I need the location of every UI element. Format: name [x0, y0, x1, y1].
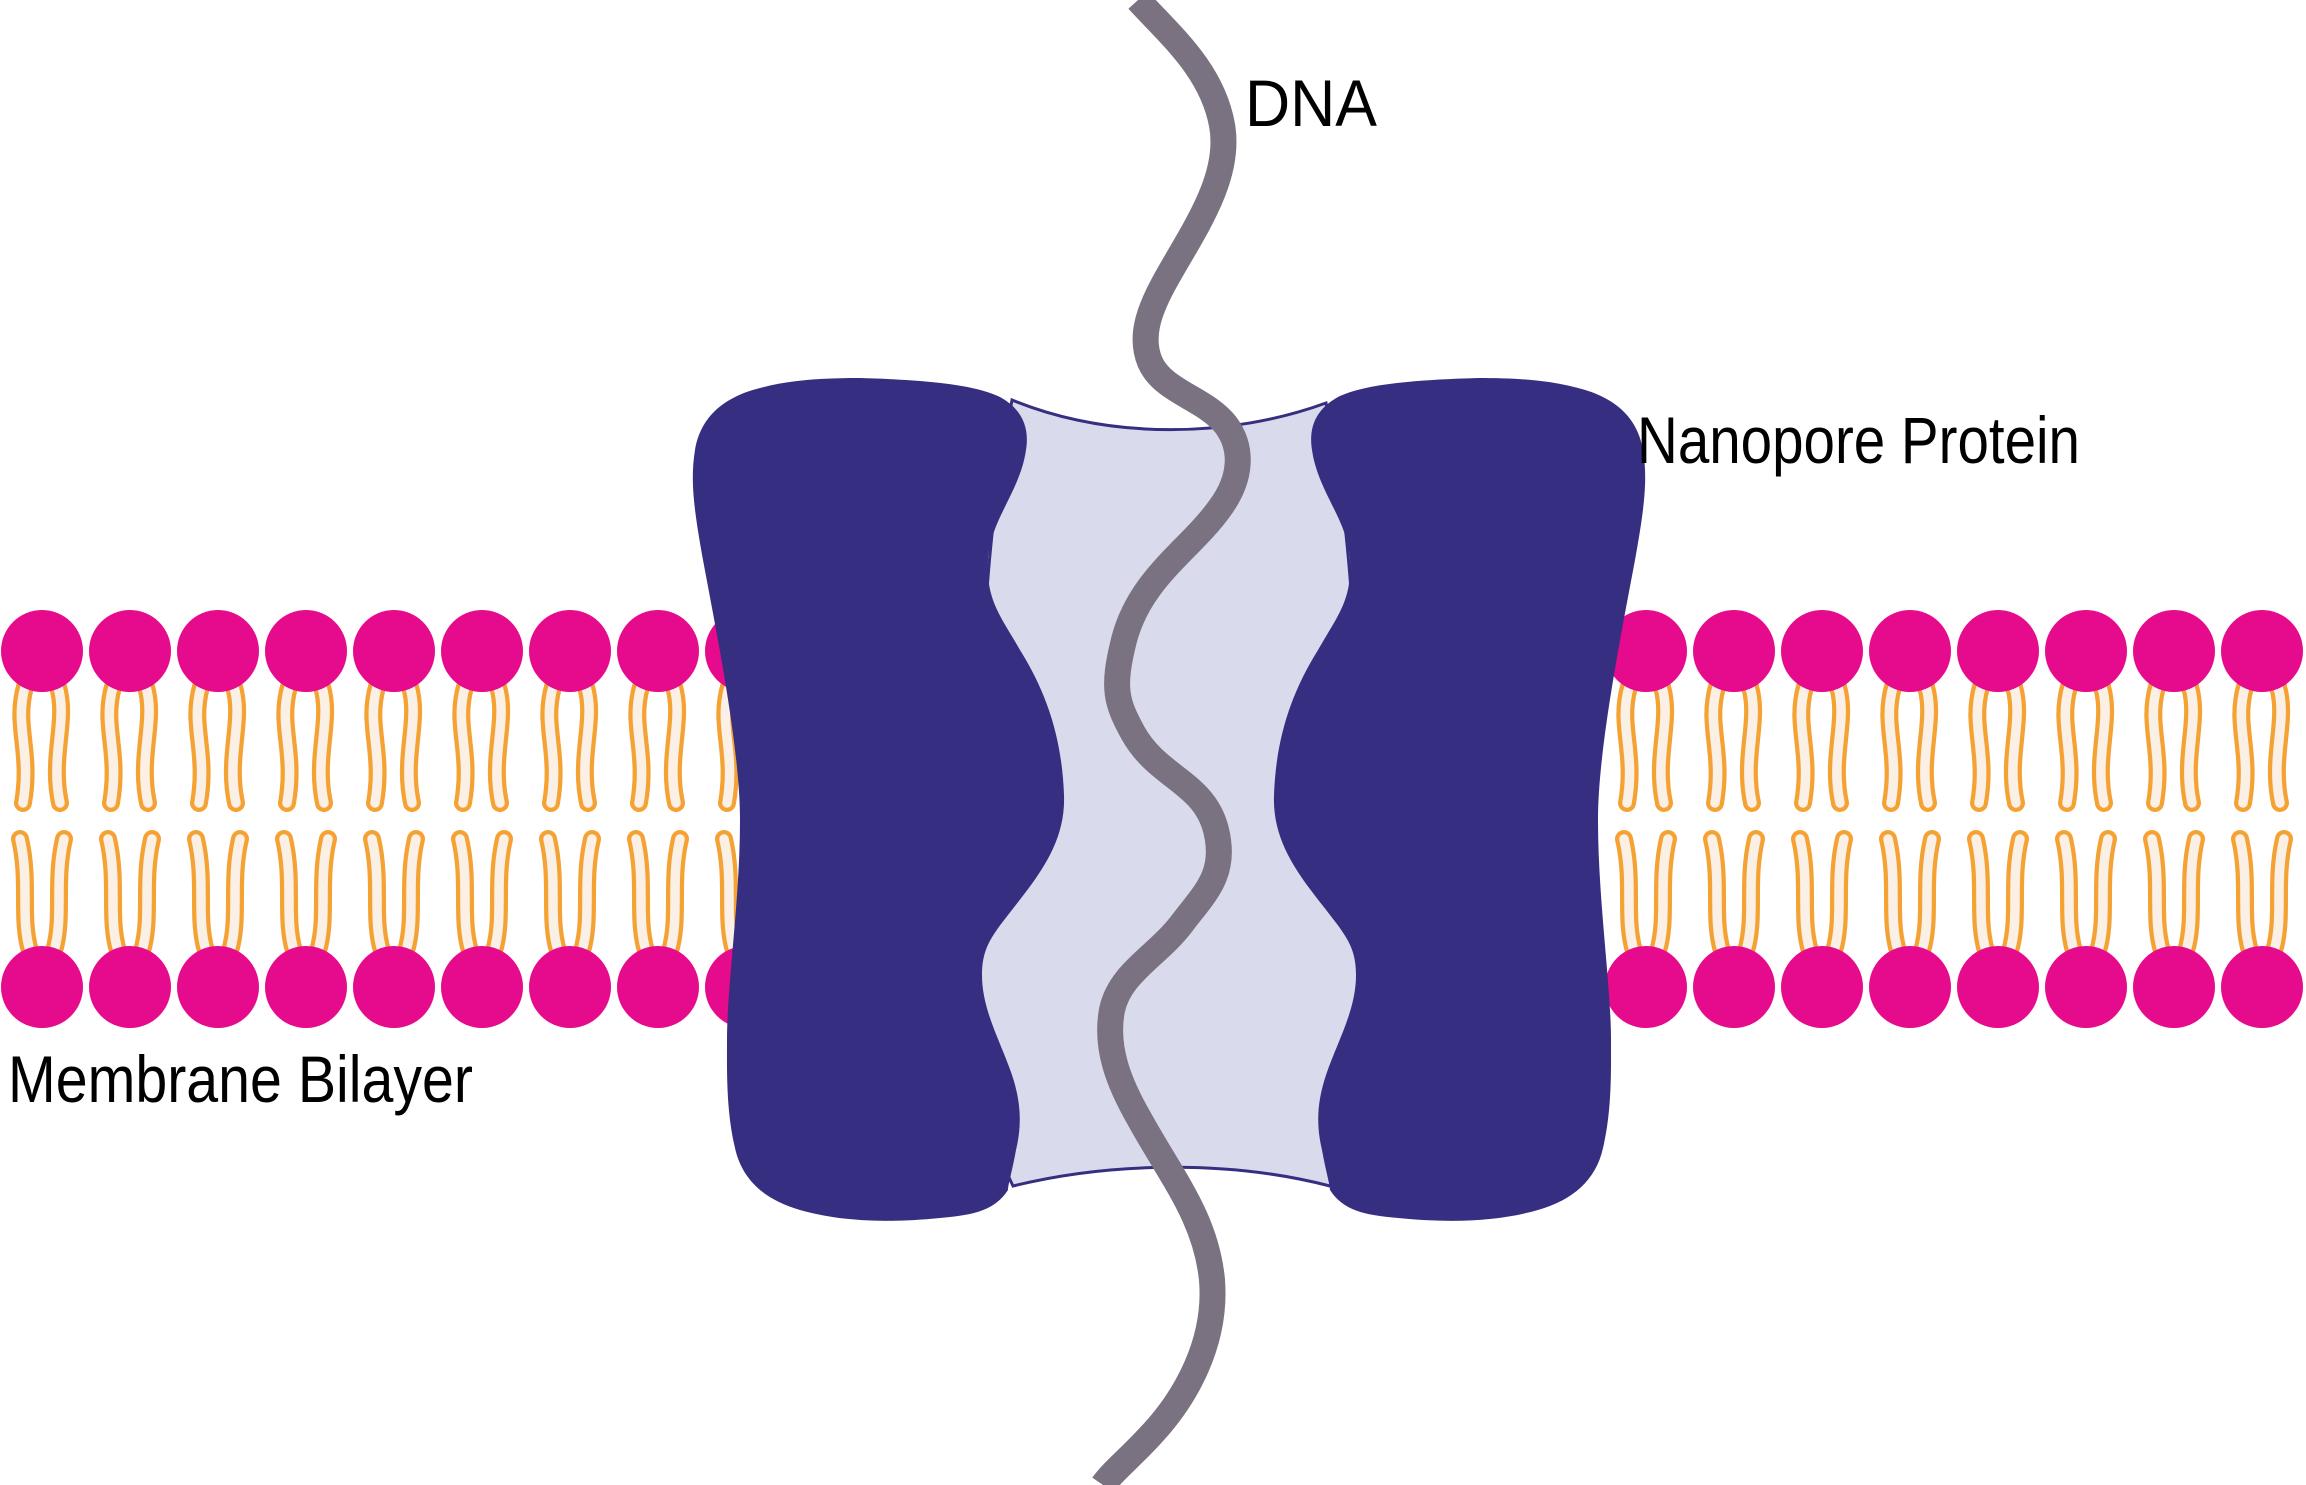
lipid [2221, 610, 2303, 803]
lipid [529, 839, 611, 1028]
lipid [617, 610, 699, 803]
lipid [1, 839, 83, 1028]
lipid [2133, 839, 2215, 1028]
lipid [1869, 839, 1951, 1028]
lipid [1605, 839, 1687, 1028]
lipid [177, 839, 259, 1028]
lipid [1781, 610, 1863, 803]
lipid [1957, 839, 2039, 1028]
lipid [89, 839, 171, 1028]
membrane-top-leaflet-left [1, 610, 787, 803]
lipid [1781, 839, 1863, 1028]
lipid [441, 610, 523, 803]
membrane-top-leaflet-right [1605, 610, 2303, 803]
membrane-bilayer-label: Membrane Bilayer [8, 1042, 473, 1116]
lipid [617, 839, 699, 1028]
lipid [353, 839, 435, 1028]
lipid [353, 610, 435, 803]
lipid [2045, 839, 2127, 1028]
dna-label: DNA [1245, 66, 1377, 140]
membrane-bottom-leaflet-right [1605, 839, 2303, 1028]
lipid [1693, 839, 1775, 1028]
lipid [1869, 610, 1951, 803]
lipid [529, 610, 611, 803]
lipid [2133, 610, 2215, 803]
lipid [2045, 610, 2127, 803]
membrane-bottom-leaflet-left [1, 839, 787, 1028]
lipid [1693, 610, 1775, 803]
nanopore-protein-label: Nanopore Protein [1637, 403, 2080, 477]
lipid [177, 610, 259, 803]
lipid [1, 610, 83, 803]
nanopore-protein [692, 378, 1646, 1221]
lipid [1957, 610, 2039, 803]
lipid [265, 610, 347, 803]
lipid [89, 610, 171, 803]
dna-strand [1092, 0, 1251, 1485]
lipid [2221, 839, 2303, 1028]
lipid [265, 839, 347, 1028]
lipid [441, 839, 523, 1028]
